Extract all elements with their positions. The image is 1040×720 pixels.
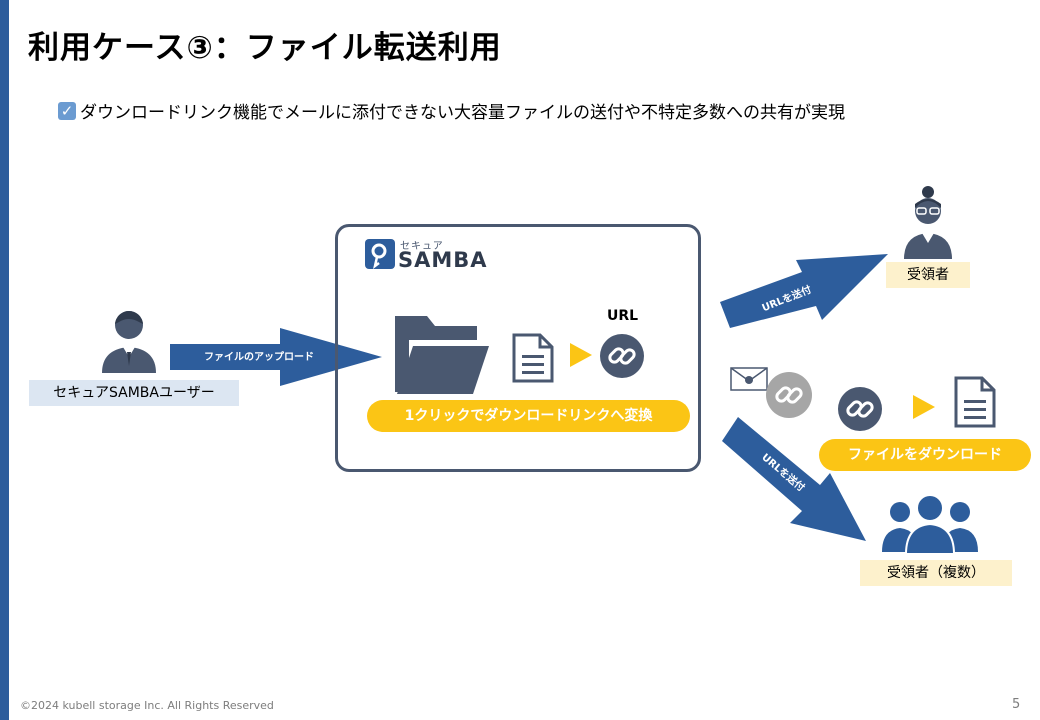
document-icon-download (954, 376, 996, 428)
folder-icon (395, 316, 489, 394)
url-label: URL (607, 308, 639, 324)
check-icon: ✓ (58, 101, 76, 120)
user-icon (102, 310, 156, 373)
link-gray-icon (766, 372, 812, 418)
document-icon (512, 333, 554, 383)
page-number: 5 (1012, 697, 1021, 712)
recipients-label: 受領者（複数） (860, 560, 1012, 586)
subtitle-text: ダウンロードリンク機能でメールに添付できない大容量ファイルの送付や不特定多数への… (80, 103, 845, 123)
subtitle: ✓ ダウンロードリンク機能でメールに添付できない大容量ファイルの送付や不特定多数… (58, 98, 845, 123)
play-arrow-icon (570, 343, 592, 367)
samba-logo-icon (365, 239, 395, 269)
upload-arrow (170, 328, 382, 386)
sender-label: セキュアSAMBAユーザー (29, 380, 239, 406)
link-icon-download (838, 387, 882, 431)
footer-copyright: ©2024 kubell storage Inc. All Rights Res… (20, 699, 274, 712)
left-accent-bar (0, 0, 9, 720)
download-pill: ファイルをダウンロード (819, 439, 1031, 471)
envelope-icon (730, 367, 768, 391)
send-url-arrow-top (720, 254, 888, 328)
logo-brand-text: SAMBA (398, 248, 488, 272)
logo-small-text: セキュア (400, 241, 444, 252)
group-icon (882, 494, 978, 554)
female-user-icon (904, 186, 952, 259)
samba-panel (335, 224, 701, 472)
page-title: 利用ケース③：ファイル転送利用 (28, 30, 502, 66)
link-icon (600, 334, 644, 378)
recipient-label: 受領者 (886, 262, 970, 288)
convert-pill: 1クリックでダウンロードリンクへ変換 (367, 400, 690, 432)
upload-arrow-label: ファイルのアップロード (204, 352, 314, 363)
send-url-arrow-bottom (722, 417, 866, 541)
play-arrow-icon-download (913, 395, 935, 419)
